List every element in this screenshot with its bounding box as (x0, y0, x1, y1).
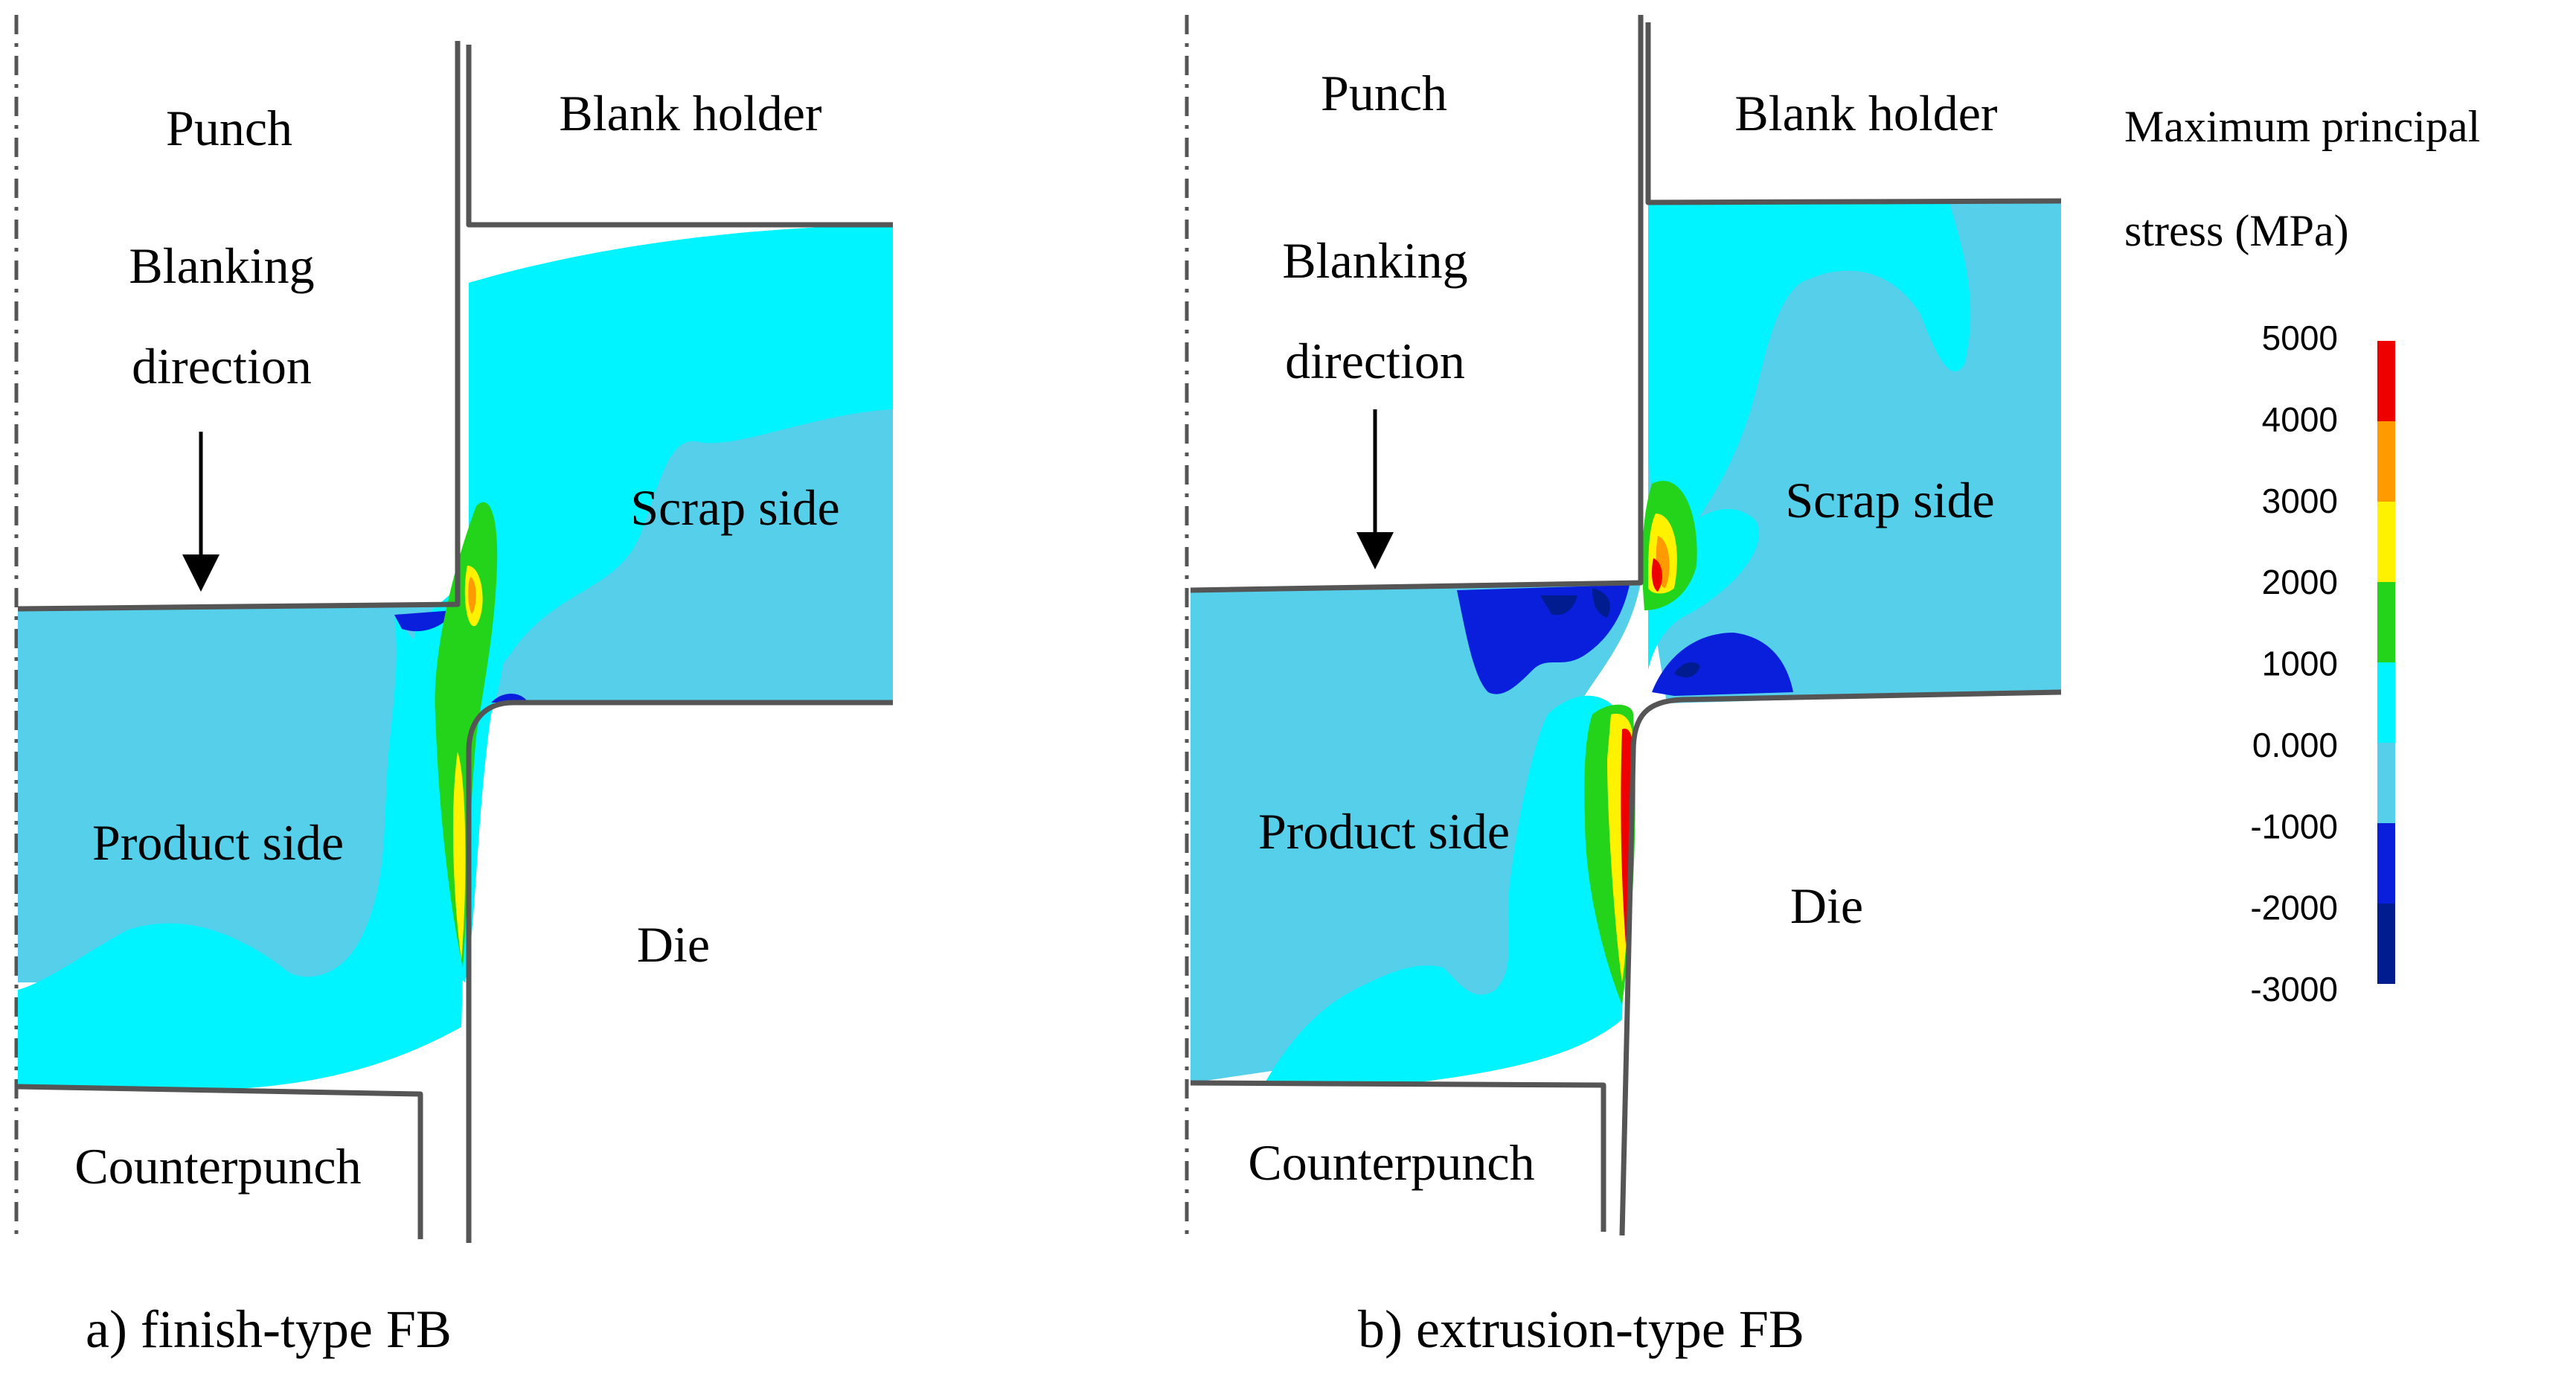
legend-band-4 (2377, 662, 2395, 743)
scrap-side-label-b: Scrap side (1785, 472, 1994, 528)
legend-title-line1: Maximum principal (2124, 102, 2480, 151)
legend-tick-label: 4000 (2262, 400, 2338, 438)
legend-band-7 (2377, 904, 2395, 984)
legend-tick-label: 3000 (2262, 482, 2338, 520)
legend-tick-label: 0.000 (2252, 726, 2338, 764)
red-zone-upper-b (1652, 558, 1662, 592)
punch-outline-a (17, 41, 461, 612)
legend-band-1 (2377, 421, 2395, 502)
legend-band-3 (2377, 582, 2395, 662)
blank-holder-label-b: Blank holder (1734, 85, 1998, 141)
blanking-arrow-head-b (1356, 532, 1394, 569)
cyan-region-product-bottom-b (1191, 695, 1624, 1086)
legend-tick-label: 5000 (2262, 319, 2338, 357)
blanking-direction-label-line1-b: Blanking (1282, 232, 1467, 289)
legend-tick-label: 2000 (2262, 563, 2338, 601)
legend-tick-label: -2000 (2250, 889, 2338, 927)
blank-holder-outline-a (466, 45, 893, 228)
blue-patch-top-a (394, 610, 454, 632)
panel-a: Punch Blank holder Blanking direction Sc… (14, 15, 893, 1359)
product-workpiece-a (18, 604, 458, 982)
scrap-side-label-a: Scrap side (630, 479, 839, 536)
punch-outline-b (1190, 15, 1644, 593)
legend-band-5 (2377, 743, 2395, 823)
legend-tick-label: -3000 (2250, 970, 2338, 1008)
blank-holder-outline-b (1645, 22, 2062, 205)
stress-legend: Maximum principal stress (MPa) 5000 4000 3… (2124, 102, 2480, 1008)
dark-blue-patch-top-left-b (1540, 588, 1610, 618)
counterpunch-label-a: Counterpunch (74, 1138, 361, 1195)
counterpunch-label-b: Counterpunch (1248, 1134, 1534, 1191)
die-outline-a (466, 700, 893, 1243)
green-zone-a (435, 502, 498, 968)
legend-tick-label: -1000 (2250, 807, 2338, 845)
panel-b: Punch Blank holder Blanking direction Sc… (1185, 15, 2062, 1359)
die-label-a: Die (637, 916, 710, 973)
yellow-zone-a (452, 566, 483, 960)
legend-band-0 (2377, 341, 2395, 421)
legend-band-6 (2377, 823, 2395, 904)
punch-label-a: Punch (166, 100, 292, 156)
die-label-b: Die (1790, 877, 1863, 934)
legend-color-bar (2377, 341, 2395, 984)
blanking-direction-label-line1-a: Blanking (129, 237, 314, 294)
dark-blue-patch-right-b (1674, 662, 1700, 678)
legend-title-line2: stress (MPa) (2124, 206, 2349, 255)
punch-label-b: Punch (1321, 65, 1447, 121)
die-outline-b (1619, 689, 2062, 1236)
blanking-direction-label-line2-a: direction (132, 338, 312, 394)
caption-b: b) extrusion-type FB (1358, 1299, 1804, 1359)
legend-tick-labels: 5000 4000 3000 2000 1000 0.000 -1000 -2000 -3000 (2250, 319, 2338, 1008)
blue-patch-top-left-b (1457, 585, 1630, 694)
caption-a: a) finish-type FB (86, 1299, 452, 1359)
orange-zone-a (468, 577, 476, 614)
legend-tick-label: 1000 (2262, 645, 2338, 683)
cyan-region-product-bottom-a (18, 618, 469, 1090)
product-side-label-b: Product side (1258, 803, 1510, 860)
counterpunch-outline-a (17, 1084, 423, 1239)
blanking-direction-label-line2-b: direction (1285, 333, 1465, 389)
legend-band-2 (2377, 502, 2395, 582)
blank-holder-label-a: Blank holder (559, 85, 822, 141)
cyan-region-scrap-top-a (469, 225, 893, 700)
blue-patch-right-b (1652, 633, 1793, 696)
cyan-region-scrap-top-b (1648, 203, 1971, 566)
product-side-label-a: Product side (92, 814, 344, 871)
blanking-arrow-head-a (182, 554, 220, 592)
counterpunch-outline-b (1190, 1080, 1606, 1232)
